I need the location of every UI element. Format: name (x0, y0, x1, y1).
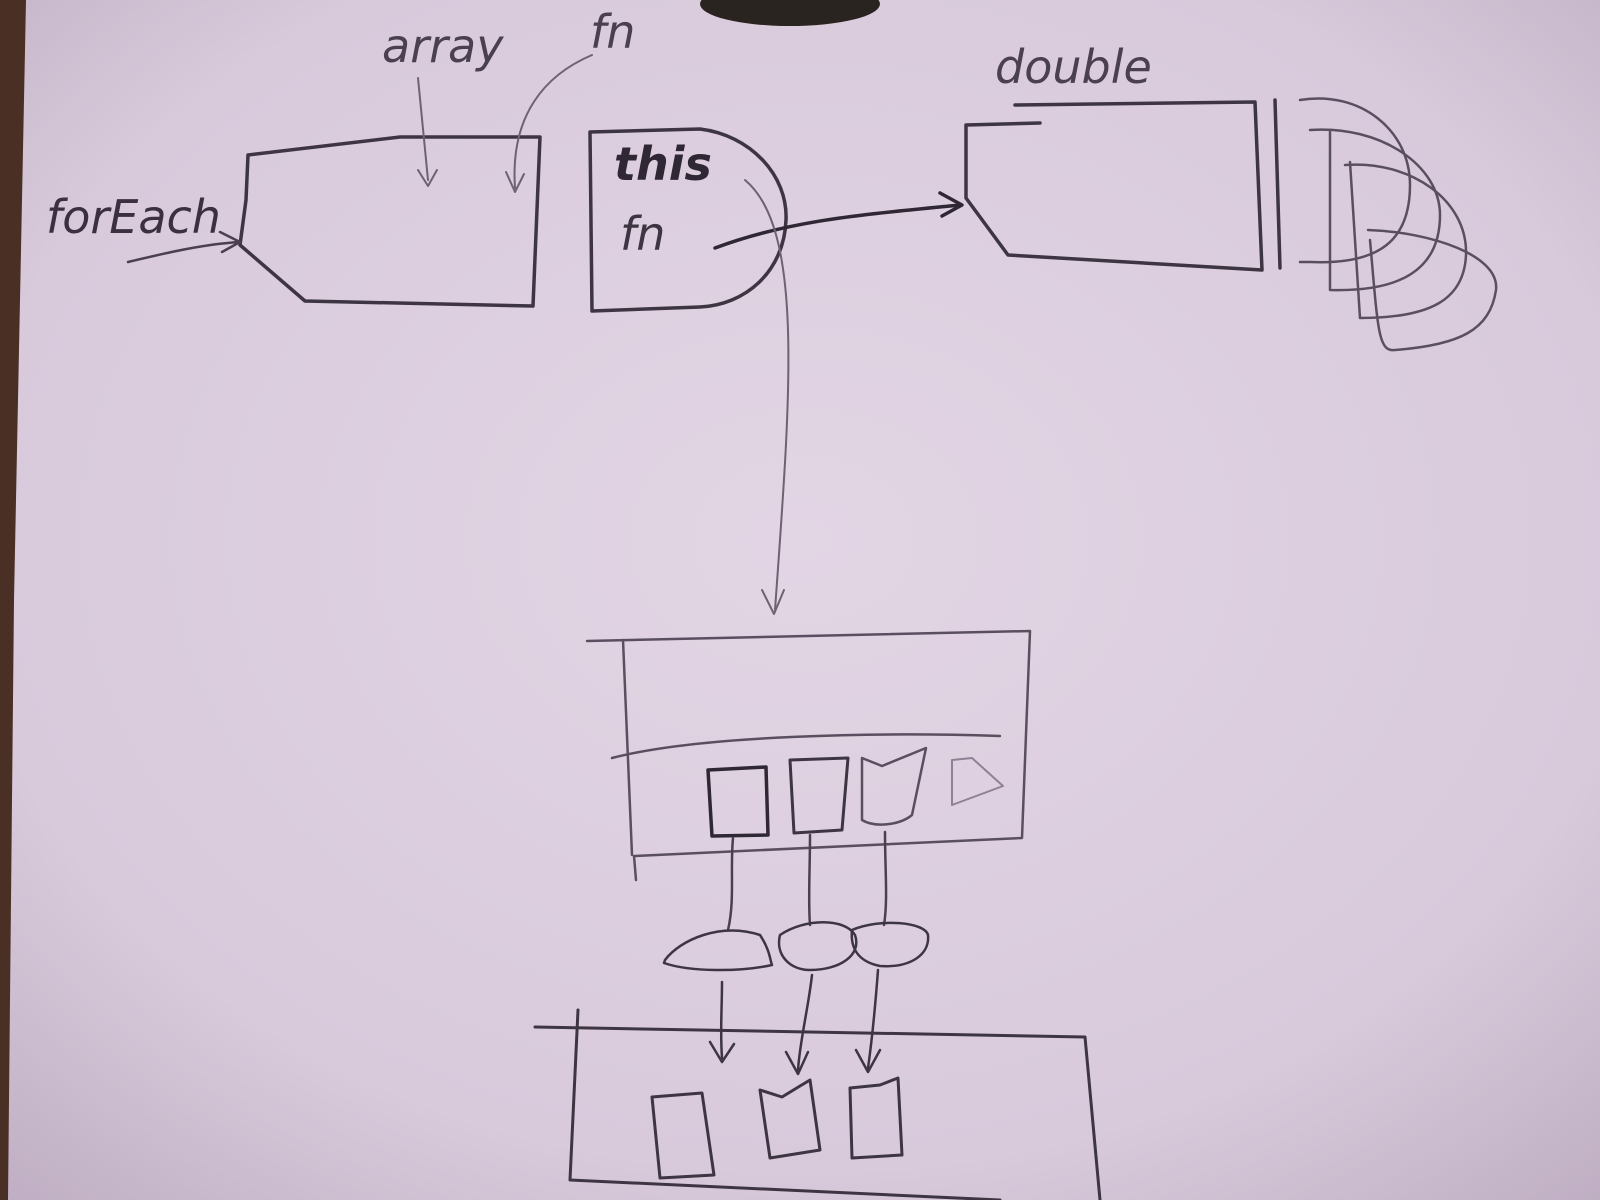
fn-to-result-arrows (708, 968, 882, 1076)
foreach-arrow (126, 230, 242, 264)
double-nested-shapes (1298, 97, 1498, 352)
paper-sheet (8, 0, 1600, 1200)
array-block (585, 629, 1032, 882)
array-cells (706, 746, 1004, 838)
closure-block (588, 127, 788, 313)
array-cell-1 (706, 765, 770, 838)
array-cell-2 (788, 756, 850, 835)
double-block (964, 98, 1282, 272)
result-cell-2 (758, 1078, 822, 1160)
fn-top-label: fn (590, 5, 635, 59)
fn-application-2 (777, 921, 858, 972)
array-cell-4 (951, 757, 1004, 806)
foreach-label: forEach (46, 190, 221, 244)
fn-to-array-arrow (744, 179, 790, 615)
result-cell-3 (848, 1076, 904, 1160)
double-label: double (995, 40, 1152, 94)
fn-to-double-arrow (713, 191, 964, 250)
fn-applications (662, 921, 930, 972)
result-block (533, 1008, 1102, 1200)
result-cell-1 (650, 1091, 716, 1180)
dark-object (700, 0, 880, 26)
result-cells (650, 1076, 904, 1180)
fn-application-1 (662, 929, 774, 972)
array-arrow (417, 77, 438, 187)
fn-application-3 (850, 921, 930, 968)
fn-top-arrow (505, 54, 593, 193)
array-cell-3 (860, 746, 928, 826)
array-label: array (382, 19, 504, 73)
fn-inner-label: fn (620, 207, 665, 261)
cell-to-fn-arrows (726, 830, 888, 932)
this-label: this (614, 137, 712, 191)
